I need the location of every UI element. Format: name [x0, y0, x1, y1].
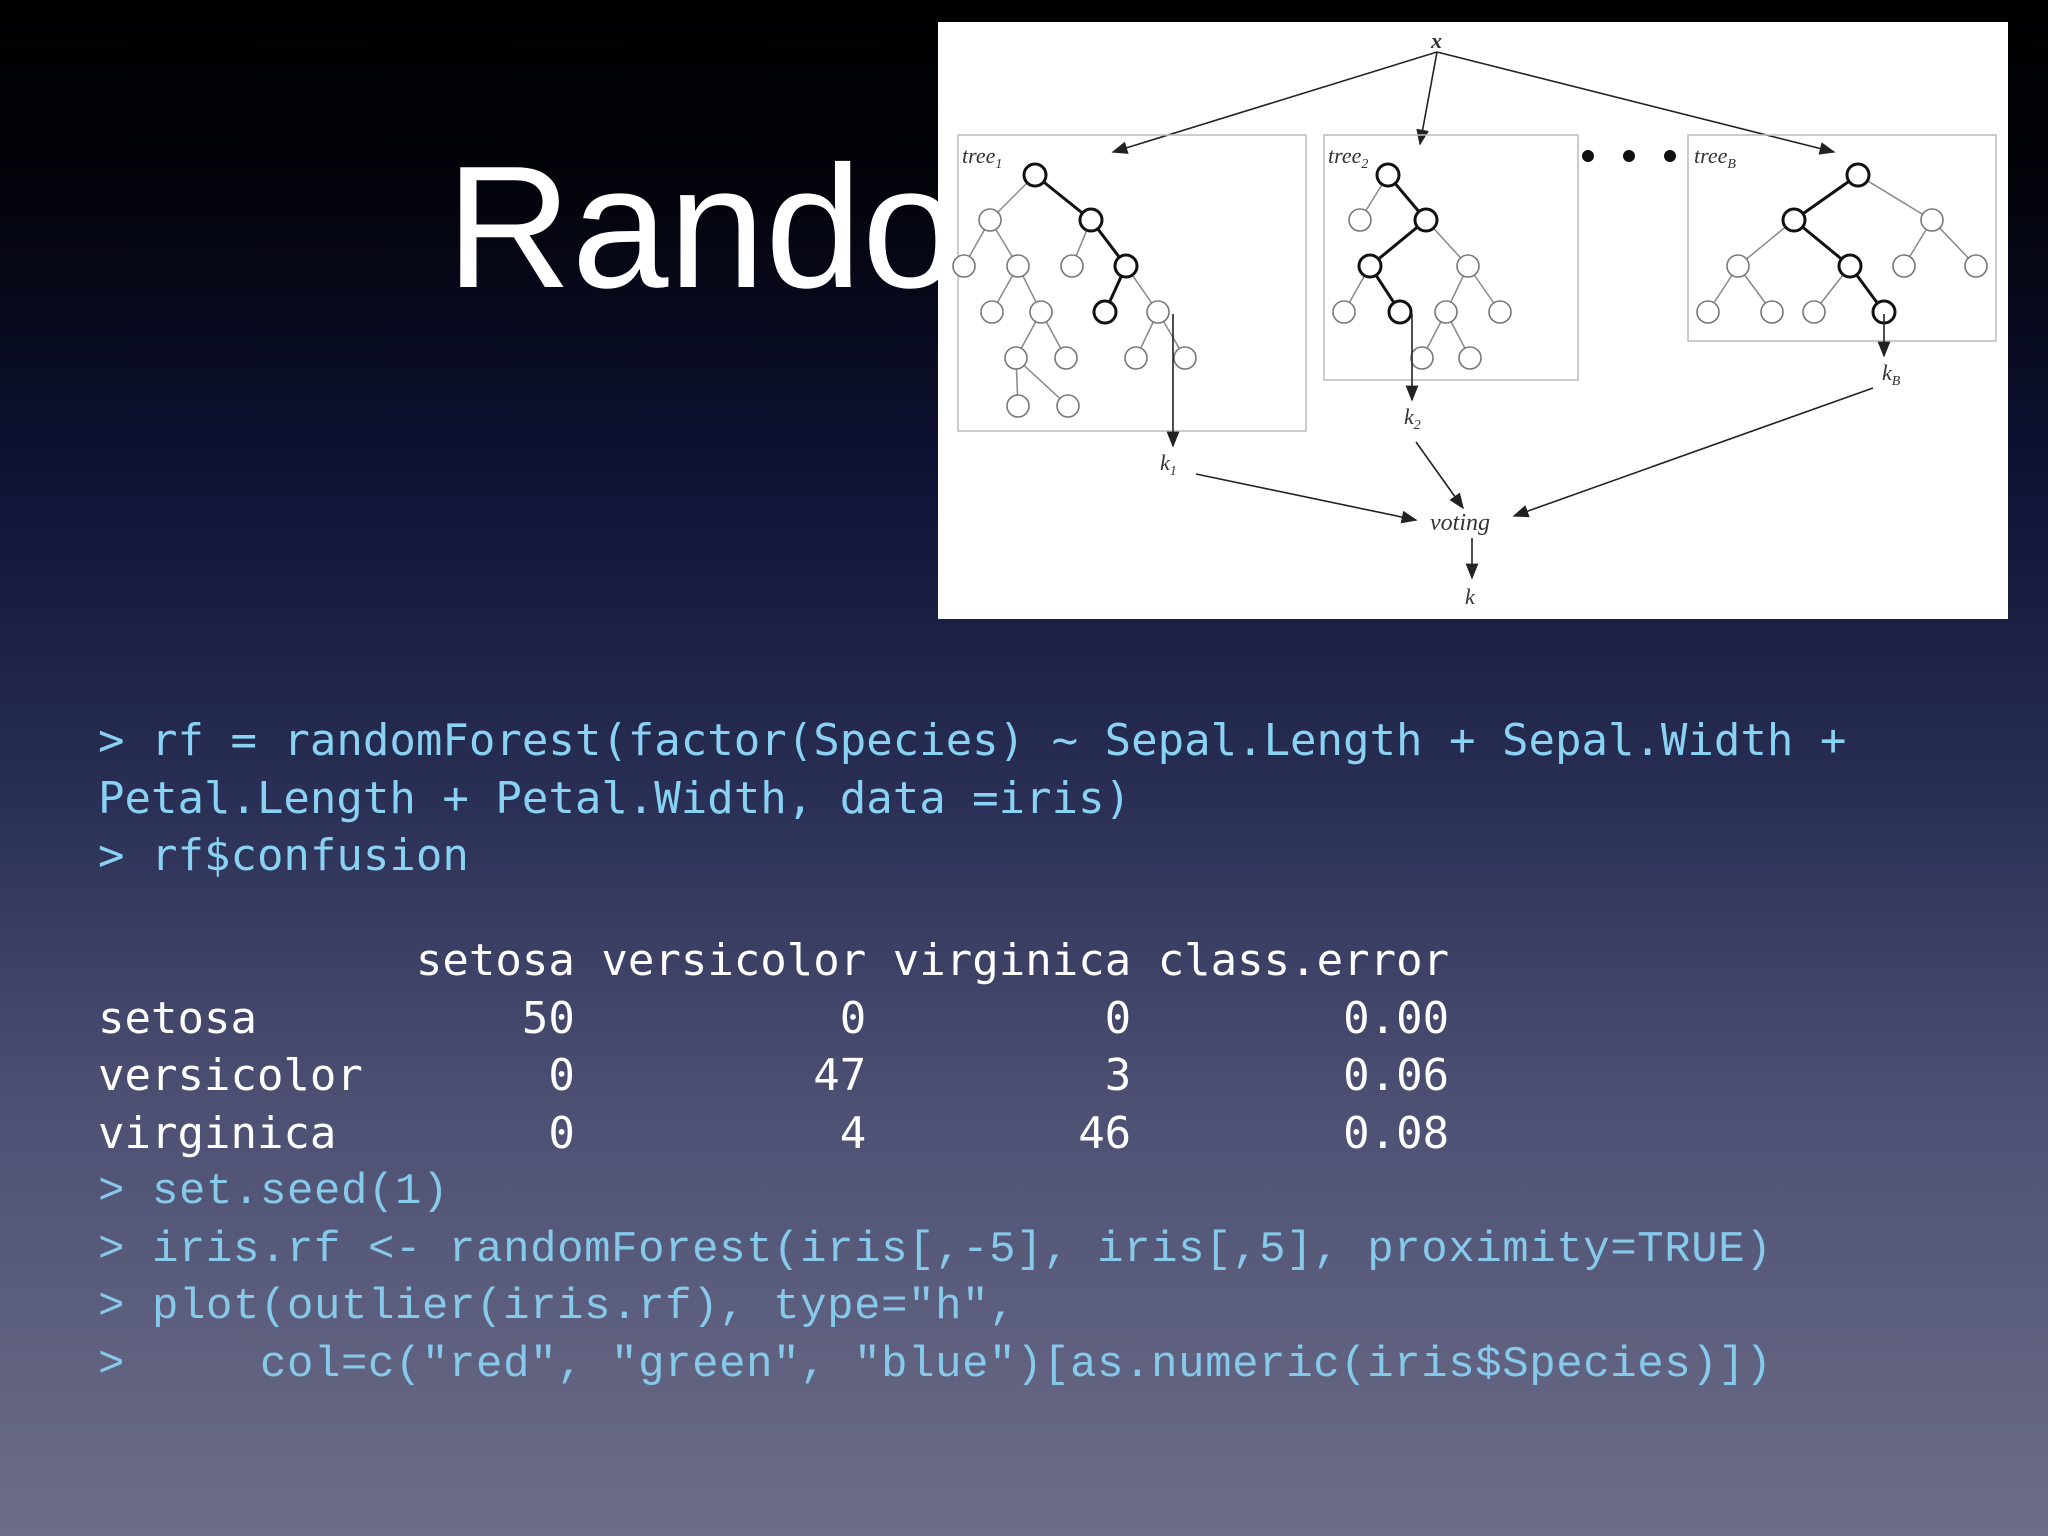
ellipsis-dot — [1664, 150, 1676, 162]
code-block-randomforest: > rf = randomForest(factor(Species) ~ Se… — [98, 712, 1846, 885]
tree-node — [1124, 346, 1148, 370]
tree-node — [1092, 299, 1118, 325]
ellipsis-dot — [1582, 150, 1594, 162]
row-label: versicolor — [98, 1050, 363, 1101]
tree-node — [1056, 394, 1080, 418]
table-header-row: setosa versicolor virginica class.error — [98, 932, 1449, 990]
kb-label: kB — [1882, 360, 1901, 389]
tree-node — [1375, 162, 1401, 188]
decision-tree-3 — [1696, 162, 1988, 325]
table-cell: 47 — [813, 1050, 867, 1101]
tree-node — [1726, 254, 1750, 278]
tree-node — [1006, 254, 1030, 278]
column-header: class.error — [1157, 935, 1450, 986]
row-label: virginica — [98, 1107, 337, 1159]
tree-node — [1892, 254, 1916, 278]
table-row: versicolor 0 47 3 0.06 — [98, 1047, 1449, 1105]
tree-node — [1054, 346, 1078, 370]
tree-node — [978, 208, 1002, 232]
code-line: > set.seed(1) — [98, 1167, 450, 1217]
k2-label: k2 — [1404, 404, 1421, 433]
code-line: Petal.Length + Petal.Width, data =iris) — [98, 772, 1132, 824]
tree-node — [1920, 208, 1944, 232]
tree-node — [1458, 346, 1482, 370]
final-k-label: k — [1465, 584, 1476, 609]
tree-node — [980, 300, 1004, 324]
row-label: setosa — [98, 992, 257, 1044]
tree-node — [1837, 253, 1863, 279]
tree-node — [1456, 254, 1480, 278]
tree-node — [1488, 300, 1512, 324]
table-cell: 50 — [521, 992, 575, 1044]
tree-node — [1760, 300, 1784, 324]
column-header: virginica — [892, 935, 1132, 986]
tree-node — [1434, 300, 1458, 324]
tree-node — [1845, 162, 1871, 188]
tree-node — [1413, 207, 1439, 233]
tree-node — [1004, 346, 1028, 370]
code-line: > plot(outlier(iris.rf), type="h", — [98, 1282, 1017, 1332]
tree-node — [1060, 254, 1084, 278]
tree-node — [1781, 207, 1807, 233]
code-line: > rf = randomForest(factor(Species) ~ Se… — [98, 715, 1847, 766]
code-line: > rf$confusion — [98, 830, 469, 881]
ellipsis-dot — [1623, 150, 1635, 162]
tree-node — [1348, 208, 1372, 232]
tree-node — [1802, 300, 1826, 324]
code-line: > col=c("red", "green", "blue")[as.numer… — [98, 1339, 1773, 1390]
table-row: virginica 0 4 46 0.08 — [98, 1105, 1449, 1163]
table-row: setosa 50 0 0 0.00 — [98, 990, 1449, 1048]
tree-node — [1022, 162, 1048, 188]
tree-node — [952, 254, 976, 278]
tree-node — [1332, 300, 1356, 324]
table-cell: 0 — [548, 1050, 575, 1101]
tree-node — [1113, 253, 1139, 279]
root-label: x — [1430, 28, 1442, 53]
tree-b-label: treeB — [1694, 143, 1736, 172]
table-cell: 0.08 — [1343, 1107, 1450, 1159]
tree-node — [1964, 254, 1988, 278]
tree-node — [1173, 346, 1197, 370]
tree-node — [1410, 346, 1434, 370]
random-forest-diagram: x tree1 tree2 treeB k1 k2 kB voting k — [938, 22, 2008, 619]
tree-node — [1357, 253, 1383, 279]
code-block-outlier: > set.seed(1) > iris.rf <- randomForest(i… — [98, 1164, 1772, 1394]
table-cell: 46 — [1078, 1107, 1132, 1159]
tree-node — [1696, 300, 1720, 324]
column-header: setosa — [415, 935, 575, 986]
table-cell: 0 — [839, 992, 867, 1044]
tree-node — [1146, 300, 1170, 324]
tree-node — [1078, 207, 1104, 233]
column-header: versicolor — [601, 935, 867, 986]
table-cell: 0 — [1104, 992, 1132, 1044]
tree-1-label: tree1 — [962, 143, 1002, 172]
table-cell: 0.06 — [1343, 1050, 1450, 1101]
decision-tree-2 — [1332, 162, 1512, 370]
table-cell: 0.00 — [1343, 992, 1450, 1044]
tree-node — [1029, 300, 1053, 324]
table-cell: 0 — [548, 1107, 575, 1159]
decision-tree-1 — [952, 162, 1197, 418]
code-line: > iris.rf <- randomForest(iris[,-5], iri… — [98, 1224, 1773, 1275]
tree-2-label: tree2 — [1328, 143, 1368, 172]
table-cell: 4 — [839, 1107, 867, 1159]
tree-node — [1006, 394, 1030, 418]
k1-label: k1 — [1160, 450, 1177, 479]
tree-node — [1387, 299, 1413, 325]
voting-label: voting — [1430, 510, 1490, 536]
table-cell: 3 — [1104, 1050, 1132, 1101]
